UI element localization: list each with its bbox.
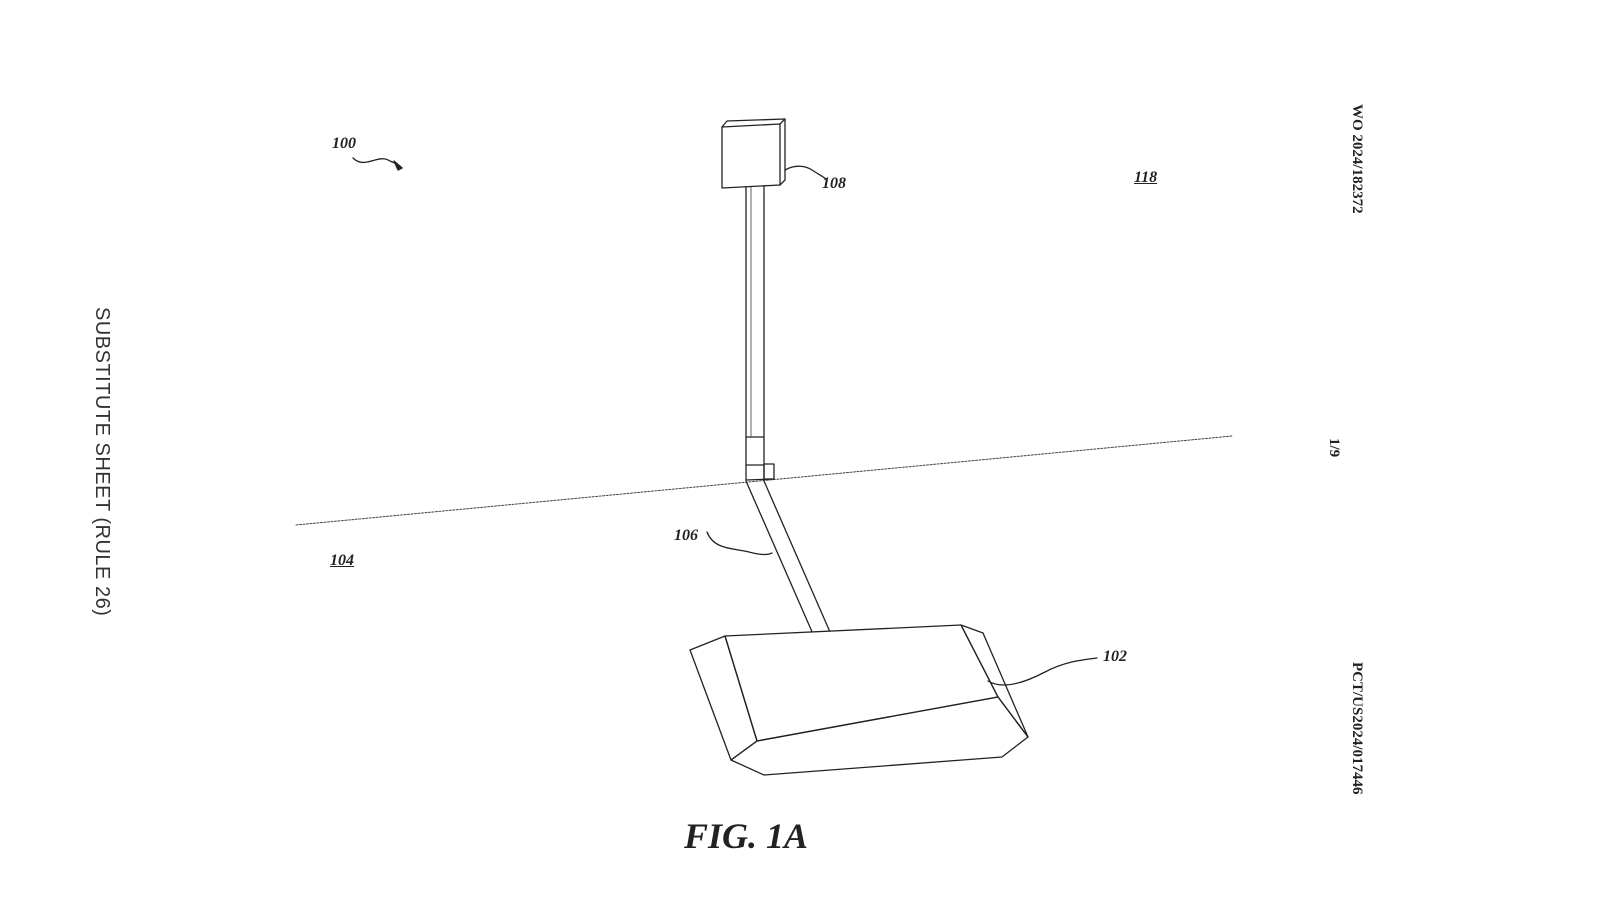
leader-108 [784, 165, 827, 180]
tether-arm [745, 480, 831, 635]
ref-numeral-100: 100 [332, 135, 356, 152]
ref-numeral-102: 102 [1103, 648, 1127, 665]
ref-numeral-108: 108 [822, 175, 846, 192]
anchor-box [721, 118, 786, 189]
leader-106 [706, 531, 773, 556]
device-body [689, 624, 1029, 776]
substitute-sheet-label: SUBSTITUTE SHEET (RULE 26) [91, 307, 113, 617]
sheet-number: 1/9 [1326, 438, 1342, 458]
ref-numeral-104: 104 [330, 552, 354, 569]
figure-title: FIG. 1A [684, 816, 809, 856]
publication-number: WO 2024/182372 [1349, 104, 1365, 214]
ref-numeral-106: 106 [674, 527, 698, 544]
leader-102 [987, 657, 1098, 686]
application-number: PCT/US2024/017446 [1349, 662, 1365, 795]
ref-numeral-118: 118 [1134, 169, 1158, 186]
vertical-pole [745, 185, 775, 481]
